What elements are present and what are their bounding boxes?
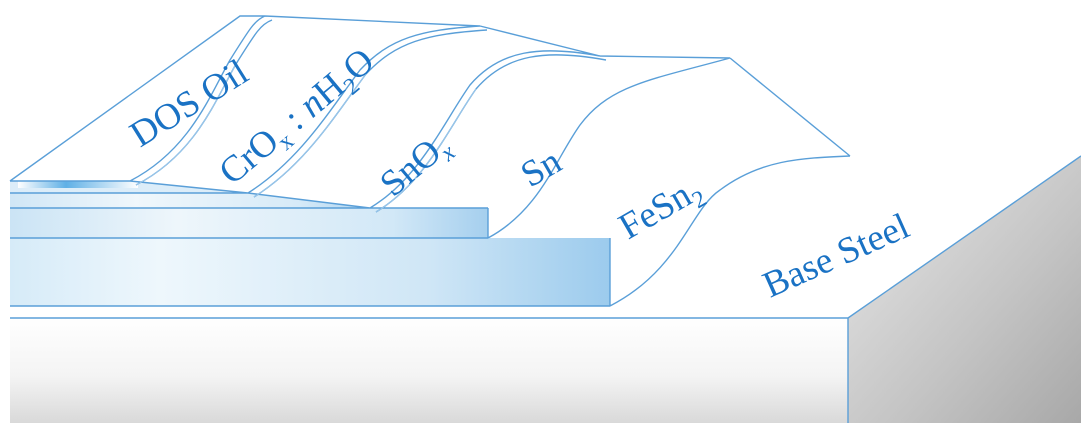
base-steel-edge xyxy=(10,155,1081,423)
layer-front-lower xyxy=(10,238,610,306)
base-steel-front-face xyxy=(10,318,848,423)
layer-top-tin-oxide xyxy=(248,26,600,208)
base-steel-side-face xyxy=(848,156,1081,423)
base-steel-top-surface xyxy=(10,156,1081,318)
layer-top-dos-oil xyxy=(10,16,265,181)
layer-front-middle xyxy=(10,208,488,238)
layer-edge-accent xyxy=(135,63,477,213)
label-tin: Sn xyxy=(514,141,568,196)
oil-film-strip xyxy=(18,181,138,188)
layer-top-chromium-oxide xyxy=(130,16,480,193)
